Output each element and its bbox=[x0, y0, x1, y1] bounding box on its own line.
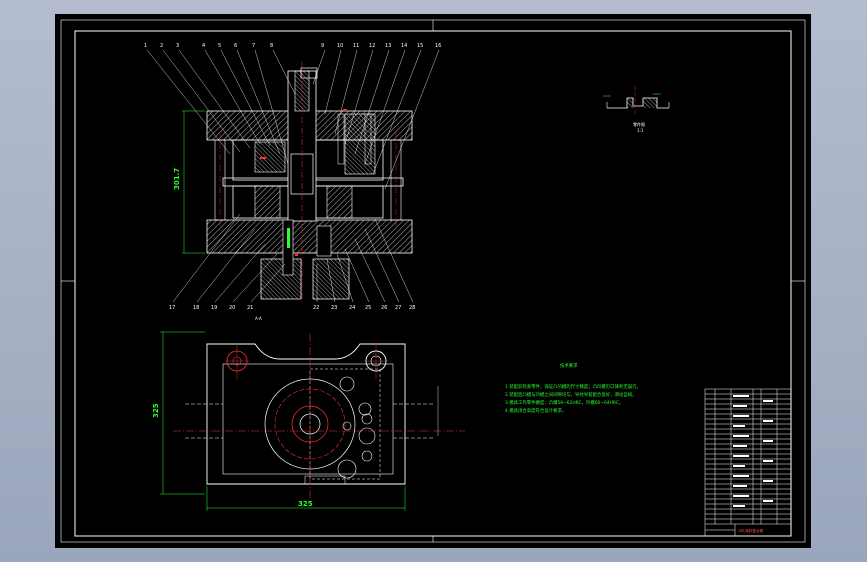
part-view bbox=[603, 86, 670, 116]
callout: 19 bbox=[211, 305, 217, 311]
callout: 27 bbox=[395, 305, 401, 311]
tech-req-line: 1.装配前检查零件，保证凸凹模的尺寸精度；凸凹模刃口锋利无崩刃。 bbox=[505, 383, 641, 390]
drawing-sheet[interactable]: 1 2 3 4 5 6 7 8 9 10 11 12 13 14 15 16 1… bbox=[55, 14, 811, 548]
callout: 11 bbox=[353, 43, 359, 49]
plan-dimensions bbox=[160, 331, 406, 511]
callout: 16 bbox=[435, 43, 441, 49]
plan-view bbox=[173, 334, 465, 499]
tech-req-title: 技术要求 bbox=[560, 362, 578, 369]
cad-drawing: 1 2 3 4 5 6 7 8 9 10 11 12 13 14 15 16 1… bbox=[60, 19, 806, 543]
callout: 21 bbox=[247, 305, 253, 311]
width-dimension-text: 325 bbox=[298, 500, 313, 508]
parts-list bbox=[704, 388, 792, 537]
parts-list-fill bbox=[733, 395, 773, 507]
callout: 14 bbox=[401, 43, 407, 49]
callout: 23 bbox=[331, 305, 337, 311]
leader-lines bbox=[146, 49, 440, 303]
callout: 18 bbox=[193, 305, 199, 311]
callout: 20 bbox=[229, 305, 235, 311]
callout: 24 bbox=[349, 305, 355, 311]
part-view-scale: 1:1 bbox=[637, 128, 644, 133]
callout: 17 bbox=[169, 305, 175, 311]
callout: 8 bbox=[270, 43, 273, 49]
tech-req-line: 3.模具工作零件硬度：凸模58~62HRC，凹模60~64HRC。 bbox=[505, 399, 623, 406]
depth-dimension-text: 325 bbox=[152, 403, 160, 418]
callout: 15 bbox=[417, 43, 423, 49]
section-view bbox=[206, 62, 413, 304]
callout: 5 bbox=[218, 43, 221, 49]
callouts-top: 1 2 3 4 5 6 7 8 9 10 11 12 13 14 15 16 bbox=[144, 43, 441, 49]
callout: 10 bbox=[337, 43, 343, 49]
height-dimension-text: 301.7 bbox=[173, 168, 181, 190]
callout: 26 bbox=[381, 305, 387, 311]
part-view-title: 零件图 bbox=[633, 121, 645, 127]
callout: 1 bbox=[144, 43, 147, 49]
callout: 25 bbox=[365, 305, 371, 311]
height-dimension: 301.7 bbox=[173, 110, 205, 254]
tech-req-line: 4.模具闭合高度符合设计要求。 bbox=[505, 407, 566, 414]
callout: 13 bbox=[385, 43, 391, 49]
title-block-name: 冲孔落料复合模 bbox=[738, 528, 764, 533]
outer-border bbox=[60, 19, 806, 543]
callout: 28 bbox=[409, 305, 415, 311]
tech-req-line: 2.装配后凸模与凹模之间间隙均匀，导柱导套配合良好，滑动自如。 bbox=[505, 391, 637, 398]
callout: 22 bbox=[313, 305, 319, 311]
callout: 2 bbox=[160, 43, 163, 49]
callouts-bottom: 17 18 19 20 21 22 23 24 25 26 27 28 bbox=[169, 305, 415, 311]
callout: 3 bbox=[176, 43, 179, 49]
callout: 7 bbox=[252, 43, 255, 49]
inner-border bbox=[74, 30, 792, 537]
callout: 9 bbox=[321, 43, 324, 49]
section-label: A-A bbox=[255, 316, 262, 321]
callout: 4 bbox=[202, 43, 205, 49]
callout: 12 bbox=[369, 43, 375, 49]
callout: 6 bbox=[234, 43, 237, 49]
